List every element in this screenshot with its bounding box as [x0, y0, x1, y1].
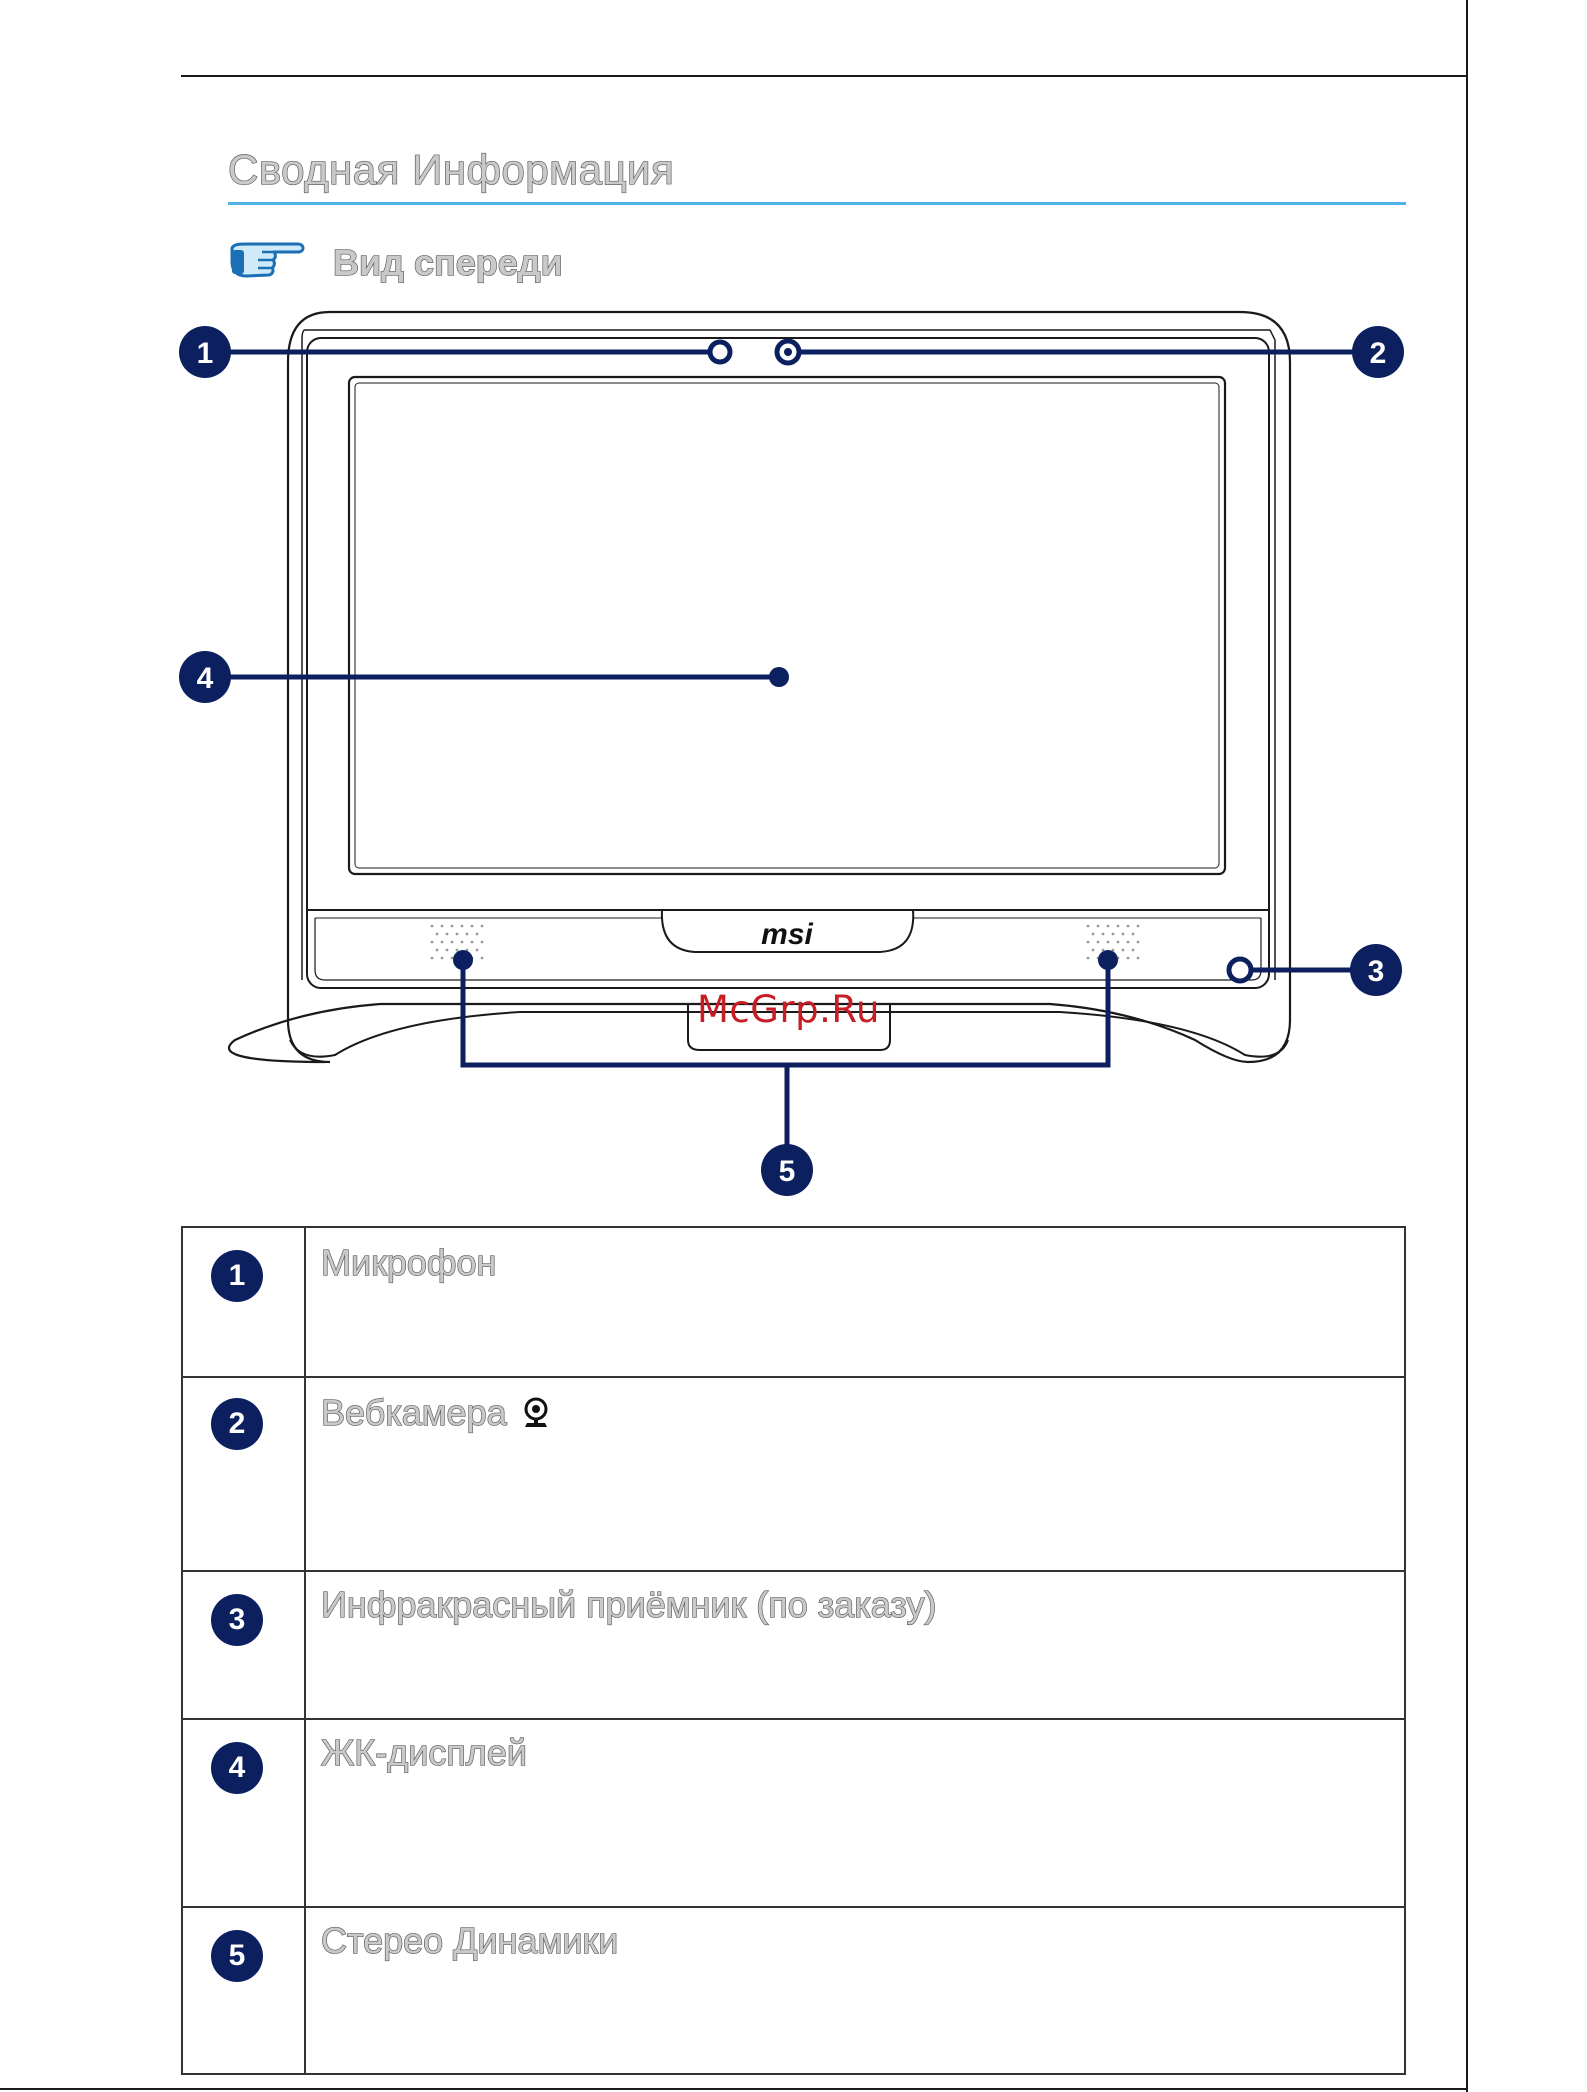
components-table: 1 Микрофон 2 Вебкамера 3 Инфракрасный пр… [181, 1226, 1406, 2075]
table-row: 3 Инфракрасный приёмник (по заказу) [183, 1572, 1404, 1718]
component-label-group: Вебкамера [321, 1392, 551, 1434]
bottom-rule [0, 2088, 1468, 2090]
watermark: McGrp.Ru [697, 988, 880, 1031]
component-label: Стерео Динамики [321, 1920, 618, 1962]
row-number-badge: 2 [211, 1398, 263, 1450]
row-number-badge: 3 [211, 1594, 263, 1646]
svg-text:4: 4 [197, 662, 214, 695]
lcd-screen [349, 377, 1225, 874]
table-row: 1 Микрофон [183, 1228, 1404, 1376]
ir-receiver-marker [1229, 959, 1251, 981]
table-row: 5 Стерео Динамики [183, 1908, 1404, 2073]
microphone-marker [710, 342, 730, 362]
monitor-inner-frame [307, 338, 1269, 988]
svg-text:1: 1 [197, 337, 214, 370]
component-label: Вебкамера [321, 1392, 507, 1433]
component-label: Микрофон [321, 1242, 496, 1284]
svg-text:2: 2 [1370, 337, 1387, 370]
brand-logo: msi [761, 918, 813, 951]
row-number-badge: 5 [211, 1930, 263, 1982]
lcd-marker [769, 667, 789, 687]
component-label: ЖК-дисплей [321, 1732, 527, 1774]
svg-text:3: 3 [1368, 955, 1385, 988]
row-number-badge: 4 [211, 1742, 263, 1794]
table-row: 4 ЖК-дисплей [183, 1720, 1404, 1906]
svg-text:5: 5 [779, 1155, 796, 1188]
component-label: Инфракрасный приёмник (по заказу) [321, 1584, 937, 1626]
table-row: 2 Вебкамера [183, 1378, 1404, 1570]
row-number-badge: 1 [211, 1250, 263, 1302]
webcam-icon [521, 1397, 551, 1429]
